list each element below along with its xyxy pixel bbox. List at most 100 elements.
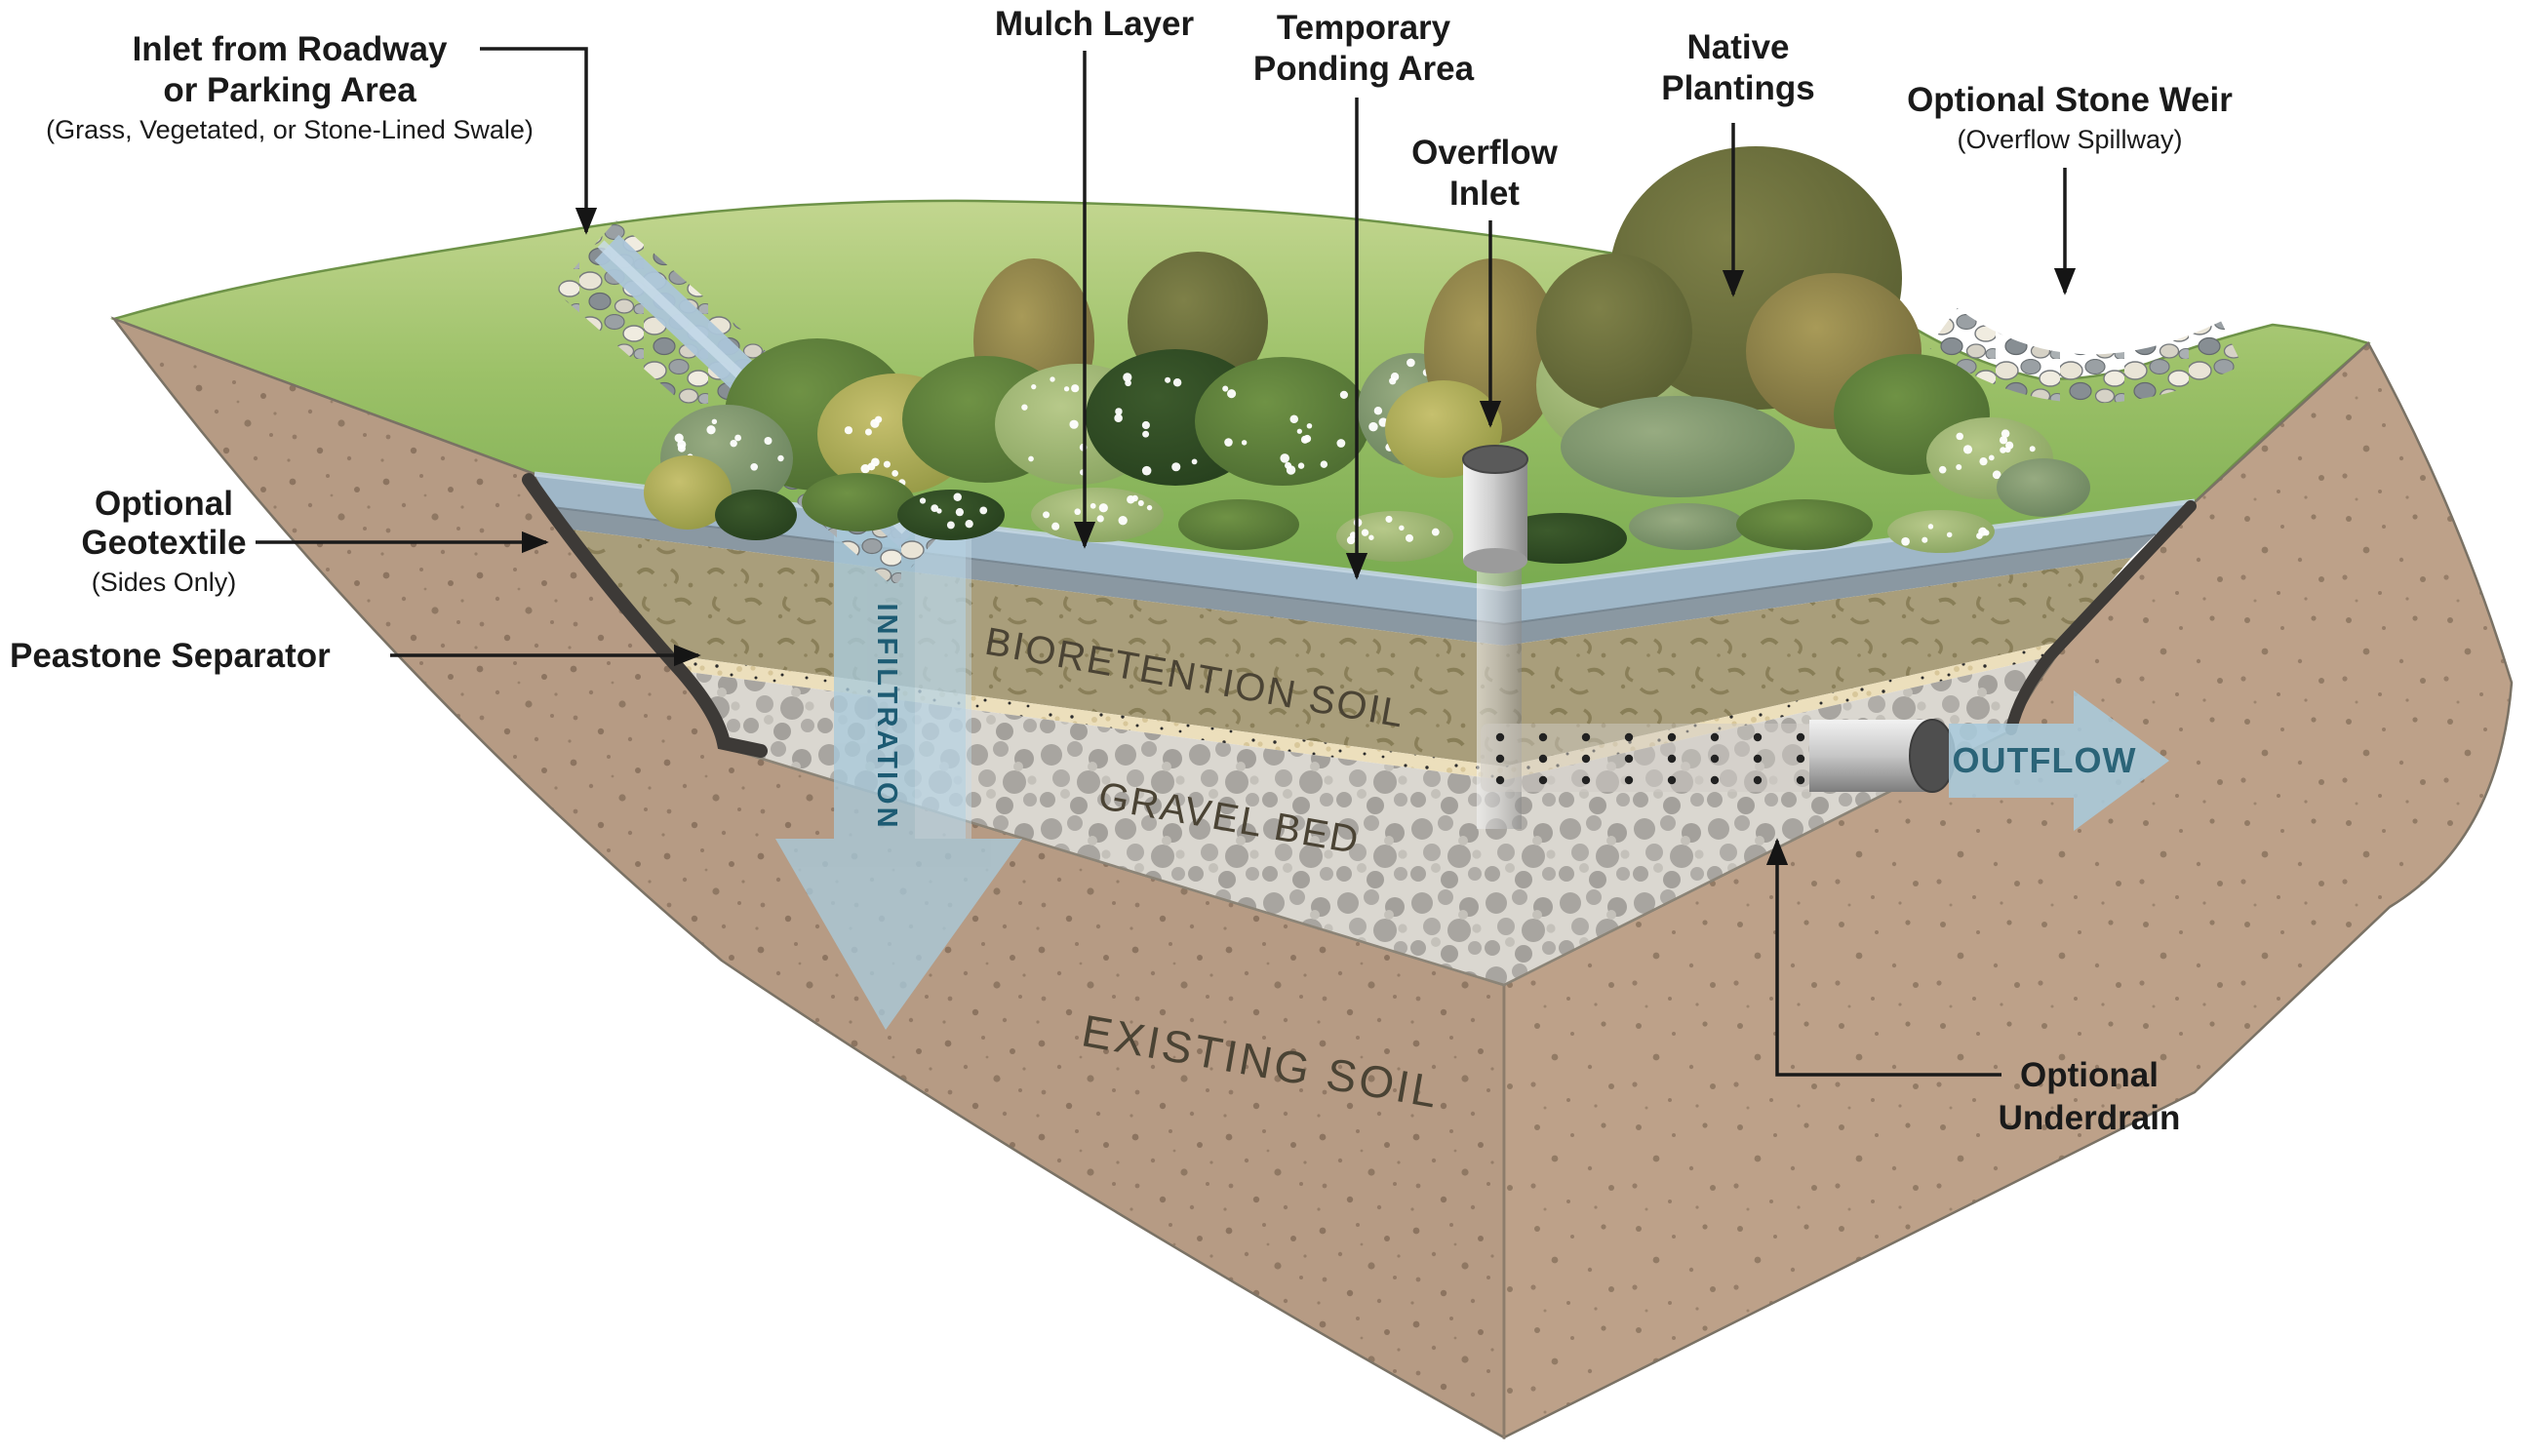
- flower-dot: [1938, 465, 1947, 474]
- flower-dot: [946, 521, 955, 530]
- bush: [715, 490, 797, 540]
- flower-dot: [1349, 531, 1357, 539]
- flower-dot: [1286, 465, 1296, 475]
- callout-peastone: Peastone Separator: [10, 637, 701, 675]
- perforation-dot: [1624, 775, 1634, 785]
- bush: [897, 490, 1005, 540]
- native-label-line1: Native: [1686, 28, 1789, 66]
- flower-dot: [1114, 413, 1123, 423]
- flower-dot: [1946, 531, 1953, 538]
- flower-dot: [931, 504, 939, 513]
- outflow-arrow-shape: [1949, 690, 2169, 831]
- flower-dot: [1123, 373, 1132, 382]
- perforation-dot: [1796, 775, 1805, 785]
- mulch-layer-band: [552, 507, 2156, 646]
- native-label-line2: Plantings: [1661, 69, 1815, 107]
- underdrain-label-line1: Optional: [2020, 1056, 2159, 1094]
- callout-temporary-ponding: Temporary Ponding Area: [1253, 9, 1475, 580]
- flower-dot: [1979, 457, 1988, 466]
- flower-dot: [1368, 534, 1374, 540]
- perforation-dot: [1753, 732, 1763, 742]
- flower-dot: [1385, 515, 1393, 523]
- perforation-dot: [1710, 732, 1720, 742]
- perforation-dot: [1495, 775, 1505, 785]
- flower-dot: [864, 428, 872, 436]
- riser-open-top: [1462, 445, 1528, 474]
- flower-dot: [1090, 502, 1096, 509]
- flower-dot: [1373, 407, 1383, 415]
- flower-dot: [1098, 503, 1108, 513]
- weir-label-line1: Optional Stone Weir: [1907, 81, 2233, 119]
- flower-dot: [1390, 373, 1400, 381]
- stone-weir: [1928, 307, 2242, 404]
- flower-dot: [1142, 430, 1150, 438]
- flower-dot: [677, 440, 687, 450]
- flower-dot: [1407, 358, 1415, 368]
- geotextile-liner-right: [2005, 500, 2197, 735]
- flower-dot: [1976, 532, 1983, 539]
- peastone-label: Peastone Separator: [10, 637, 331, 675]
- flower-dot: [1115, 408, 1123, 415]
- geotextile-label-line1: Optional: [95, 485, 233, 523]
- perforation-dot: [1796, 732, 1805, 742]
- flower-dot: [1368, 421, 1378, 432]
- bush: [1736, 499, 1873, 550]
- flower-dot: [1043, 511, 1050, 519]
- underdrain-leader-arrow: [1765, 838, 2001, 1077]
- flower-dot: [730, 439, 737, 448]
- perforation-dot: [1581, 775, 1591, 785]
- bush: [1997, 458, 2090, 517]
- callout-underdrain: Optional Underdrain: [1765, 838, 2181, 1137]
- flower-dot: [1339, 390, 1349, 399]
- flower-dot: [979, 506, 988, 515]
- callout-native-plantings: Native Plantings: [1661, 28, 1815, 297]
- flower-dot: [2004, 447, 2011, 453]
- flower-dot: [1050, 376, 1055, 382]
- ponding-label-line2: Ponding Area: [1253, 50, 1475, 88]
- flower-dot: [860, 464, 870, 474]
- flower-dot: [706, 425, 716, 435]
- perforation-dot: [1753, 754, 1763, 764]
- flower-dot: [919, 497, 927, 504]
- callout-mulch-layer: Mulch Layer: [995, 5, 1195, 549]
- perforation-dot: [1495, 754, 1505, 764]
- flower-dot: [1172, 377, 1182, 387]
- flower-dot: [1171, 462, 1181, 472]
- perforation-dot: [1753, 775, 1763, 785]
- native-plantings-group: [644, 146, 2090, 564]
- flower-dot: [1296, 428, 1302, 434]
- inlet-label-line3: (Grass, Vegetated, or Stone-Lined Swale): [46, 115, 534, 144]
- mulch-label: Mulch Layer: [995, 5, 1195, 43]
- flower-dot: [1992, 470, 2001, 480]
- inlet-label-line2: or Parking Area: [163, 71, 416, 109]
- perforation-dot: [1581, 732, 1591, 742]
- riser-body: [1463, 459, 1527, 561]
- flower-dot: [1222, 385, 1229, 392]
- peastone-separator-layer: [673, 642, 2060, 780]
- infiltration-arrow-shaft-highlight: [915, 499, 971, 841]
- flower-dot: [1071, 384, 1080, 393]
- flower-dot: [2001, 429, 2010, 438]
- flower-dot: [1956, 464, 1962, 471]
- underdrain-assembly: [1477, 546, 1956, 829]
- flower-dot: [965, 519, 973, 529]
- flower-dot: [1137, 499, 1144, 506]
- flower-dot: [1031, 383, 1037, 390]
- outflow-arrow: [1949, 690, 2169, 831]
- flower-dot: [2000, 447, 2006, 453]
- flower-dot: [955, 508, 965, 517]
- flower-dot: [1406, 533, 1413, 542]
- underdrain-label-line2: Underdrain: [1999, 1099, 2181, 1137]
- perforation-dot: [1538, 775, 1548, 785]
- infiltration-label: INFILTRATION: [871, 603, 902, 830]
- flower-dot: [1146, 504, 1153, 511]
- bush: [802, 473, 915, 531]
- flower-dot: [711, 418, 718, 425]
- flower-dot: [1320, 460, 1328, 468]
- flower-dot: [1306, 422, 1313, 429]
- overflow-label-line1: Overflow: [1411, 134, 1559, 172]
- riser-base: [1463, 548, 1527, 573]
- flower-dot: [1028, 455, 1034, 462]
- weir-label-line2: (Overflow Spillway): [1957, 125, 2182, 154]
- outflow-label: OUTFLOW: [1953, 740, 2137, 780]
